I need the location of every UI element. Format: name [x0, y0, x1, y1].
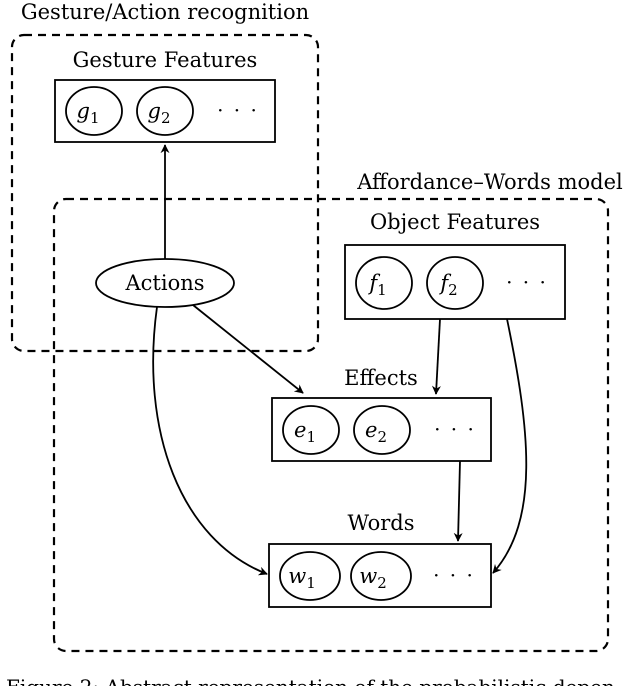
- edges: [152, 144, 528, 576]
- variable-g1: [65, 86, 123, 136]
- actions-label: Actions: [124, 271, 204, 295]
- variable-f1: [355, 256, 413, 310]
- group-gesture-action-recognition: Gesture/Action recognition: [10, 0, 320, 353]
- affordance-group-border: [52, 197, 610, 653]
- variable-w2-label: w2: [359, 564, 387, 592]
- object-features-ellipsis: · · ·: [506, 270, 548, 294]
- variable-w1: [279, 551, 341, 601]
- variable-g2: [136, 86, 194, 136]
- node-object-features: Object Features f1 f2 · · ·: [344, 210, 566, 320]
- words-label: Words: [347, 511, 414, 535]
- variable-e2: [353, 405, 411, 455]
- group-affordance-words-model: Affordance–Words model: [52, 170, 623, 653]
- variable-w1-label: w1: [288, 564, 316, 592]
- variable-f2-label: f2: [438, 271, 457, 299]
- node-actions: Actions: [95, 258, 235, 308]
- variable-f2: [426, 256, 484, 310]
- effects-label: Effects: [344, 366, 418, 390]
- node-gesture-features: Gesture Features g1 g2 · · ·: [54, 48, 276, 143]
- edge-actions-to-words: [152, 306, 268, 576]
- node-effects: Effects e1 e2 · · ·: [271, 366, 492, 462]
- figure-caption: Figure 2: Abstract representation of the…: [6, 675, 622, 686]
- edge-effects-to-words: [453, 460, 463, 542]
- variable-w2: [350, 551, 412, 601]
- variable-e2-label: e2: [365, 418, 387, 446]
- variable-g1-label: g1: [77, 99, 100, 127]
- edge-object-features-to-effects: [431, 318, 441, 395]
- effects-ellipsis: · · ·: [434, 417, 476, 441]
- words-ellipsis: · · ·: [433, 563, 475, 587]
- variable-e1-label: e1: [294, 418, 316, 446]
- edge-object-features-to-words: [492, 318, 528, 574]
- node-words: Words w1 w2 · · ·: [268, 511, 492, 608]
- gesture-features-ellipsis: · · ·: [217, 98, 259, 122]
- object-features-label: Object Features: [370, 210, 540, 234]
- affordance-group-title: Affordance–Words model: [356, 170, 623, 194]
- gesture-group-border: [10, 33, 320, 353]
- variable-e1: [282, 405, 340, 455]
- edge-actions-to-effects: [192, 304, 304, 394]
- gesture-group-title: Gesture/Action recognition: [21, 0, 309, 24]
- variable-f1-label: f1: [367, 271, 386, 299]
- variable-g2-label: g2: [148, 99, 171, 127]
- gesture-features-label: Gesture Features: [73, 48, 258, 72]
